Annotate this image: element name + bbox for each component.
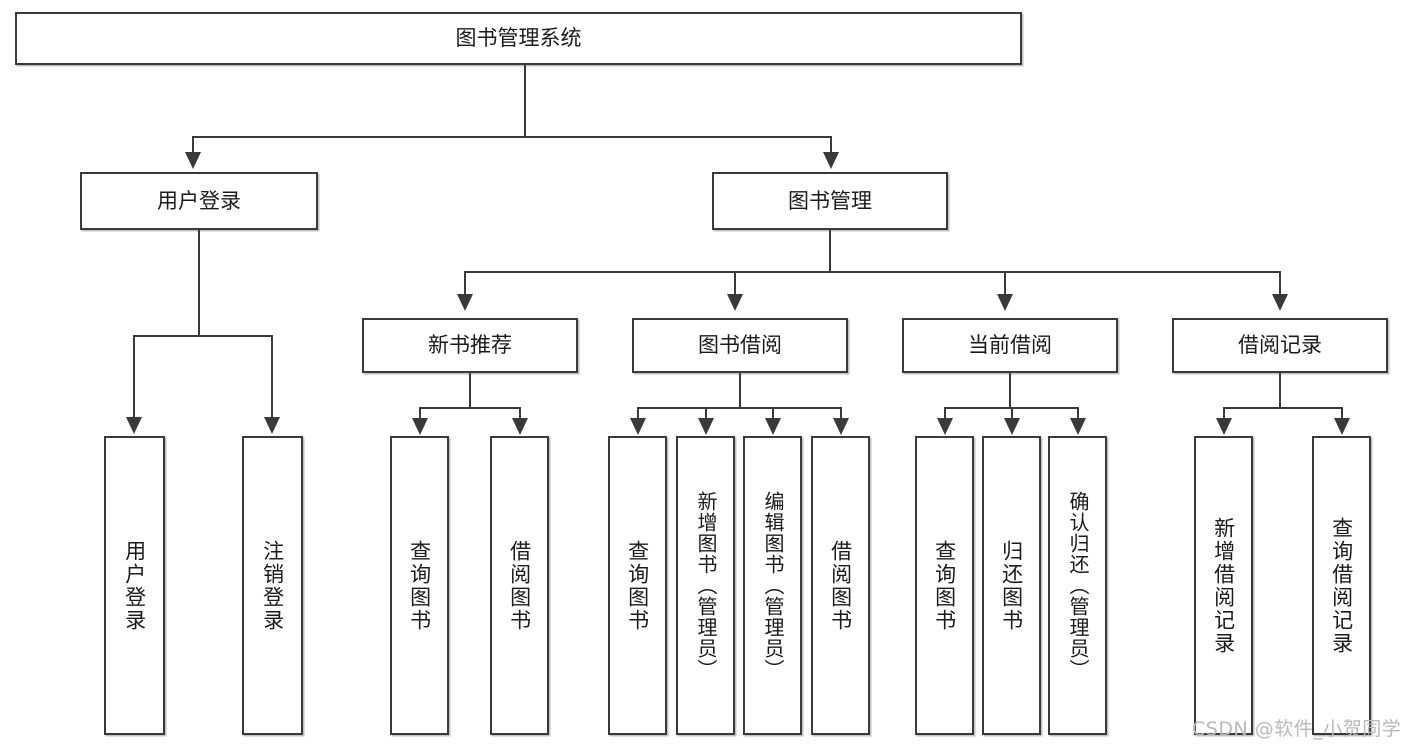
edge-nbr-drop-1 bbox=[419, 407, 421, 419]
edge-bb-drop-2 bbox=[705, 407, 707, 419]
watermark-text: CSDN @软件_小贺同学 bbox=[1192, 718, 1402, 740]
edge-root-stem bbox=[524, 65, 526, 137]
arrow-nbr-leaf-1 bbox=[412, 418, 428, 435]
edge-book-management-bus bbox=[464, 271, 1280, 273]
edge-bm-drop-2 bbox=[734, 271, 736, 295]
node-book-management[interactable]: 图书管理 bbox=[712, 172, 948, 230]
arrow-user-login-leaf-1 bbox=[126, 417, 142, 434]
edge-br-drop-2 bbox=[1341, 407, 1343, 419]
node-root-book-management-system[interactable]: 图书管理系统 bbox=[15, 12, 1022, 65]
node-leaf-edit-book-admin[interactable]: 编辑图书（管理员） bbox=[743, 436, 802, 735]
node-leaf-borrow-book-nbr[interactable]: 借阅图书 bbox=[490, 436, 549, 735]
edge-bm-drop-4 bbox=[1279, 271, 1281, 295]
edge-cb-drop-3 bbox=[1077, 407, 1079, 419]
node-label: 图书管理系统 bbox=[455, 26, 582, 51]
node-label: 归还图书 bbox=[999, 539, 1024, 632]
node-label: 借阅图书 bbox=[507, 539, 532, 632]
edge-br-drop-1 bbox=[1223, 407, 1225, 419]
node-label: 编辑图书（管理员） bbox=[761, 491, 785, 680]
node-label: 借阅图书 bbox=[828, 539, 853, 632]
edge-user-login-drop-2 bbox=[271, 335, 273, 418]
node-label: 借阅记录 bbox=[1238, 333, 1322, 358]
arrow-bb-leaf-4 bbox=[833, 418, 849, 435]
edge-bb-stem bbox=[739, 373, 741, 408]
node-label: 查询图书 bbox=[625, 539, 650, 632]
edge-cb-drop-2 bbox=[1011, 407, 1013, 419]
node-label: 用户登录 bbox=[122, 539, 147, 632]
node-label: 新书推荐 bbox=[428, 333, 512, 358]
edge-bb-bus bbox=[637, 407, 842, 409]
arrow-cb-leaf-2 bbox=[1004, 418, 1020, 435]
edge-nbr-drop-2 bbox=[519, 407, 521, 419]
arrow-root-to-book-management bbox=[823, 152, 839, 169]
node-label: 查询图书 bbox=[932, 539, 957, 632]
arrow-cb-leaf-1 bbox=[937, 418, 953, 435]
node-current-borrow[interactable]: 当前借阅 bbox=[902, 318, 1118, 373]
arrow-br-leaf-1 bbox=[1216, 418, 1232, 435]
edge-root-bus bbox=[192, 136, 832, 138]
node-label: 图书借阅 bbox=[698, 333, 782, 358]
edge-root-to-book-management bbox=[830, 136, 832, 154]
edge-bb-drop-1 bbox=[637, 407, 639, 419]
edge-user-login-drop-1 bbox=[133, 335, 135, 418]
arrow-bb-leaf-3 bbox=[765, 418, 781, 435]
node-leaf-return-book[interactable]: 归还图书 bbox=[982, 436, 1041, 735]
node-borrow-record[interactable]: 借阅记录 bbox=[1172, 318, 1388, 373]
arrow-bm-to-current-borrow bbox=[997, 294, 1013, 311]
edge-book-management-stem bbox=[829, 230, 831, 272]
arrow-cb-leaf-3 bbox=[1070, 418, 1086, 435]
edge-bm-drop-1 bbox=[464, 271, 466, 295]
node-leaf-add-book-admin[interactable]: 新增图书（管理员） bbox=[676, 436, 735, 735]
node-leaf-query-borrow-record[interactable]: 查询借阅记录 bbox=[1312, 436, 1371, 735]
edge-bb-drop-4 bbox=[840, 407, 842, 419]
node-user-login[interactable]: 用户登录 bbox=[80, 172, 318, 230]
node-leaf-query-book-cb[interactable]: 查询图书 bbox=[915, 436, 974, 735]
node-label: 新增借阅记录 bbox=[1211, 516, 1236, 655]
edge-root-to-user-login bbox=[192, 136, 194, 154]
node-leaf-user-login[interactable]: 用户登录 bbox=[104, 436, 165, 735]
edge-bb-drop-3 bbox=[772, 407, 774, 419]
node-label: 查询借阅记录 bbox=[1329, 516, 1354, 655]
edge-user-login-bus bbox=[133, 335, 272, 337]
node-label: 用户登录 bbox=[157, 188, 241, 213]
node-leaf-query-book-nbr[interactable]: 查询图书 bbox=[390, 436, 449, 735]
node-label: 查询图书 bbox=[407, 539, 432, 632]
edge-user-login-stem bbox=[198, 230, 200, 336]
node-leaf-confirm-return-admin[interactable]: 确认归还（管理员） bbox=[1048, 436, 1107, 735]
node-new-book-recommend[interactable]: 新书推荐 bbox=[362, 318, 578, 373]
arrow-user-login-leaf-2 bbox=[264, 417, 280, 434]
arrow-bb-leaf-1 bbox=[630, 418, 646, 435]
arrow-br-leaf-2 bbox=[1334, 418, 1350, 435]
edge-nbr-bus bbox=[419, 407, 520, 409]
node-leaf-logout[interactable]: 注销登录 bbox=[242, 436, 303, 735]
node-leaf-query-book-bb[interactable]: 查询图书 bbox=[608, 436, 667, 735]
arrow-root-to-user-login bbox=[185, 152, 201, 169]
edge-br-stem bbox=[1279, 373, 1281, 408]
arrow-bm-to-book-borrow bbox=[727, 294, 743, 311]
node-book-borrow[interactable]: 图书借阅 bbox=[632, 318, 848, 373]
edge-cb-drop-1 bbox=[944, 407, 946, 419]
node-label: 新增图书（管理员） bbox=[694, 491, 718, 680]
node-leaf-borrow-book-bb[interactable]: 借阅图书 bbox=[811, 436, 870, 735]
edge-nbr-stem bbox=[469, 373, 471, 408]
arrow-nbr-leaf-2 bbox=[512, 418, 528, 435]
arrow-bm-to-borrow-record bbox=[1272, 294, 1288, 311]
edge-br-bus bbox=[1223, 407, 1342, 409]
arrow-bm-to-new-book-recommend bbox=[457, 294, 473, 311]
arrow-bb-leaf-2 bbox=[698, 418, 714, 435]
node-label: 当前借阅 bbox=[968, 333, 1052, 358]
node-label: 图书管理 bbox=[788, 188, 872, 213]
node-label: 确认归还（管理员） bbox=[1066, 491, 1090, 680]
edge-bm-drop-3 bbox=[1004, 271, 1006, 295]
edge-cb-stem bbox=[1009, 373, 1011, 408]
node-label: 注销登录 bbox=[260, 539, 285, 632]
node-leaf-add-borrow-record[interactable]: 新增借阅记录 bbox=[1194, 436, 1253, 735]
